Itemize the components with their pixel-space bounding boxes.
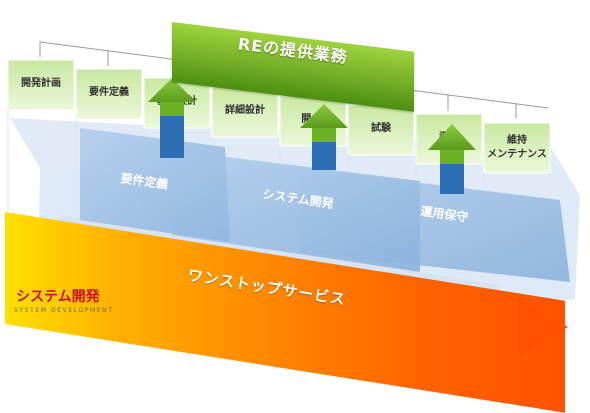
phase-label-line2: メンテナンス xyxy=(487,148,547,160)
phase-label: 開発計画 xyxy=(21,76,61,89)
up-arrow-development xyxy=(300,104,348,170)
up-arrow-basic-design xyxy=(148,78,196,158)
diagram-stage: 開発計画要件定義基本設計詳細設計開 発試験導入維持メンテナンス 要件定義 システ… xyxy=(5,22,580,413)
phase-label: 維持 xyxy=(507,133,527,146)
phase-label: 詳細設計 xyxy=(225,103,265,116)
phase-requirements: 要件定義 xyxy=(75,68,143,219)
slab-label-operations: 運用保守 xyxy=(420,203,470,225)
system-dev-subtitle: SYSTEM DEVELOPMENT xyxy=(14,307,114,314)
slab-operations xyxy=(300,168,570,282)
phase-label: 試験 xyxy=(371,121,392,134)
phase-label: 要件定義 xyxy=(89,85,129,98)
service-arrowhead xyxy=(518,297,568,357)
base-slab xyxy=(10,118,580,195)
system-dev-title: システム開発 xyxy=(16,289,100,305)
phase-planning: 開発計画 xyxy=(7,59,75,210)
up-arrow-deployment xyxy=(428,124,476,194)
slab-label-requirements: 要件定義 xyxy=(120,170,170,192)
